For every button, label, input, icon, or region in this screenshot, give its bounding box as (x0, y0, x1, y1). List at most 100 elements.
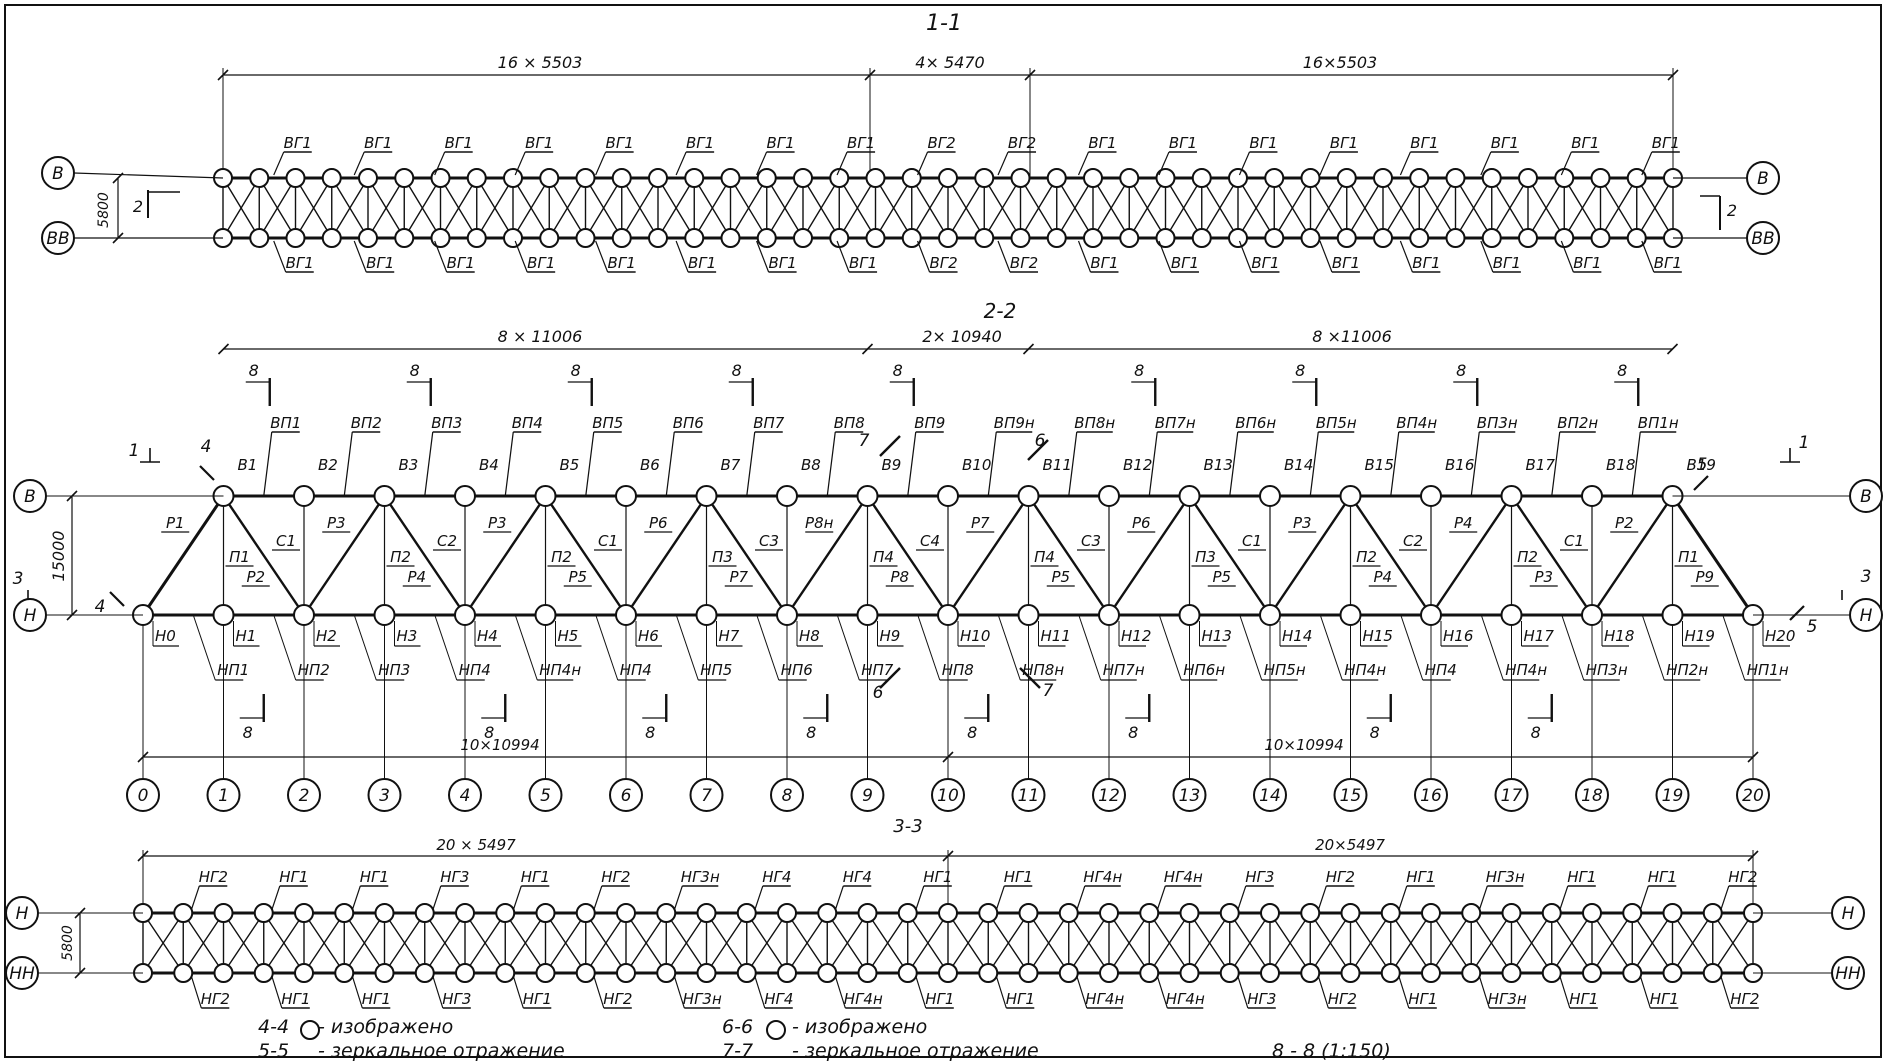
strut-label: П1 (229, 548, 250, 566)
leader-line (353, 614, 377, 681)
axis-B-right-2-label: В (1860, 487, 1872, 507)
node-bottom (1058, 963, 1079, 983)
node-top (394, 168, 415, 188)
leader-line (190, 975, 202, 1009)
column-axis-bubble (931, 778, 965, 812)
leader-line (1239, 614, 1263, 681)
node-bottom (648, 228, 668, 248)
leader-line (1559, 885, 1569, 911)
ng-label-bottom: НГ2 (1328, 990, 1357, 1008)
leader-line (432, 885, 442, 911)
vg-label-top: ВГ1 (525, 134, 553, 152)
upper-node-label: В14 (1284, 456, 1313, 474)
ng-label-bottom: НГ3н (683, 990, 722, 1008)
node-top (1421, 903, 1441, 923)
diagonal (464, 495, 547, 616)
leader-line (1158, 240, 1172, 273)
lower-node-label: Н3 (397, 627, 418, 645)
upper-node-label: В6 (640, 456, 660, 474)
brace-diagonal (1349, 912, 1392, 974)
diagonal (1349, 495, 1432, 616)
node-top (696, 903, 717, 923)
node-top (1518, 168, 1538, 188)
leader-line (1317, 885, 1327, 911)
diagonal-label: Р5 (1212, 568, 1231, 586)
dim-tick (1667, 69, 1679, 81)
brace-diagonal (766, 177, 804, 239)
column-axis-bubble-label: 2 (299, 786, 310, 806)
leader-line (192, 614, 216, 681)
vg-label-bottom: ВГ1 (768, 254, 796, 272)
dim-tick (1022, 343, 1035, 355)
leader-line (987, 431, 997, 497)
column-axis-bubble (1736, 778, 1770, 812)
lower-member-label: НП1н (1747, 661, 1789, 679)
leader-line (834, 885, 844, 911)
brace-diagonal (1108, 912, 1150, 974)
upper-node-label: В18 (1606, 456, 1635, 474)
section-8-label: 8 (1617, 361, 1627, 380)
vg-label-bottom: ВГ2 (1010, 254, 1038, 272)
brace-diagonal (1092, 177, 1130, 239)
node-bottom (575, 963, 596, 983)
lower-member-label: НП8 (942, 661, 974, 679)
brace-diagonal (826, 912, 869, 974)
upper-node-label: В8 (801, 456, 821, 474)
section-8-label: 8 (732, 361, 742, 380)
strut-label: П2 (551, 548, 572, 566)
lower-node-label: Н6 (638, 627, 659, 645)
node-top (756, 168, 777, 188)
section-4-mark (199, 465, 215, 481)
node-bottom (1626, 228, 1647, 248)
section-6-mark (1027, 439, 1049, 461)
node-top (1336, 168, 1357, 188)
section-2-2-title: 2-2 (984, 299, 1017, 323)
column-axis-bubble-label: 4 (460, 786, 471, 806)
brace-diagonal (331, 177, 369, 239)
section-7-label: 7 (1043, 681, 1054, 701)
ng-label-bottom: НГ4н (844, 990, 883, 1008)
leader-line (1722, 614, 1746, 681)
lower-node-label: Н2 (316, 627, 337, 645)
upper-member-label: ВП6 (673, 414, 704, 432)
upper-member-label: ВП3н (1477, 414, 1518, 432)
node-bottom (611, 228, 632, 248)
node-top (1702, 903, 1723, 923)
vg-label-bottom: ВГ1 (1654, 254, 1682, 272)
section-8-label: 8 (410, 361, 420, 380)
brace-diagonal (802, 177, 840, 239)
leader-line (1399, 240, 1413, 273)
dim-tick (112, 172, 124, 184)
vg-label-bottom: ВГ1 (447, 254, 475, 272)
brace-diagonal (1164, 177, 1203, 239)
end-diagonal-right (1671, 495, 1755, 616)
node-bottom (249, 228, 270, 248)
section-4-label: 4 (201, 437, 212, 457)
height-dim-label: 15000 (49, 531, 68, 582)
node-bottom (1046, 228, 1067, 248)
node-top (466, 168, 487, 188)
vertical-label: С1 (1564, 532, 1584, 550)
axis-HH-left-3-label: НН (9, 964, 35, 984)
vertical-label: С3 (1081, 532, 1101, 550)
brace-diagonal (838, 177, 877, 239)
node-top (1119, 168, 1140, 188)
lower-node-label: Н17 (1524, 627, 1555, 645)
leader-line (915, 885, 925, 911)
brace-diagonal (464, 912, 506, 974)
leader-line (756, 151, 768, 176)
leader-line (1319, 151, 1331, 176)
ng-label-bottom: НГ1 (362, 990, 391, 1008)
ng-label-top: НГ1 (1406, 868, 1435, 886)
ng-label-bottom: НГ1 (281, 990, 310, 1008)
diagonal-label: Р3 (327, 514, 346, 532)
diagonal (1188, 495, 1271, 616)
leader-line (1561, 614, 1585, 681)
leader-line (997, 240, 1011, 273)
brace-diagonal (947, 177, 985, 239)
node-top (1099, 903, 1119, 923)
dim-tick (66, 490, 78, 502)
column-axis-bubble-label: 11 (1018, 786, 1040, 806)
dim-tick (1747, 850, 1759, 862)
